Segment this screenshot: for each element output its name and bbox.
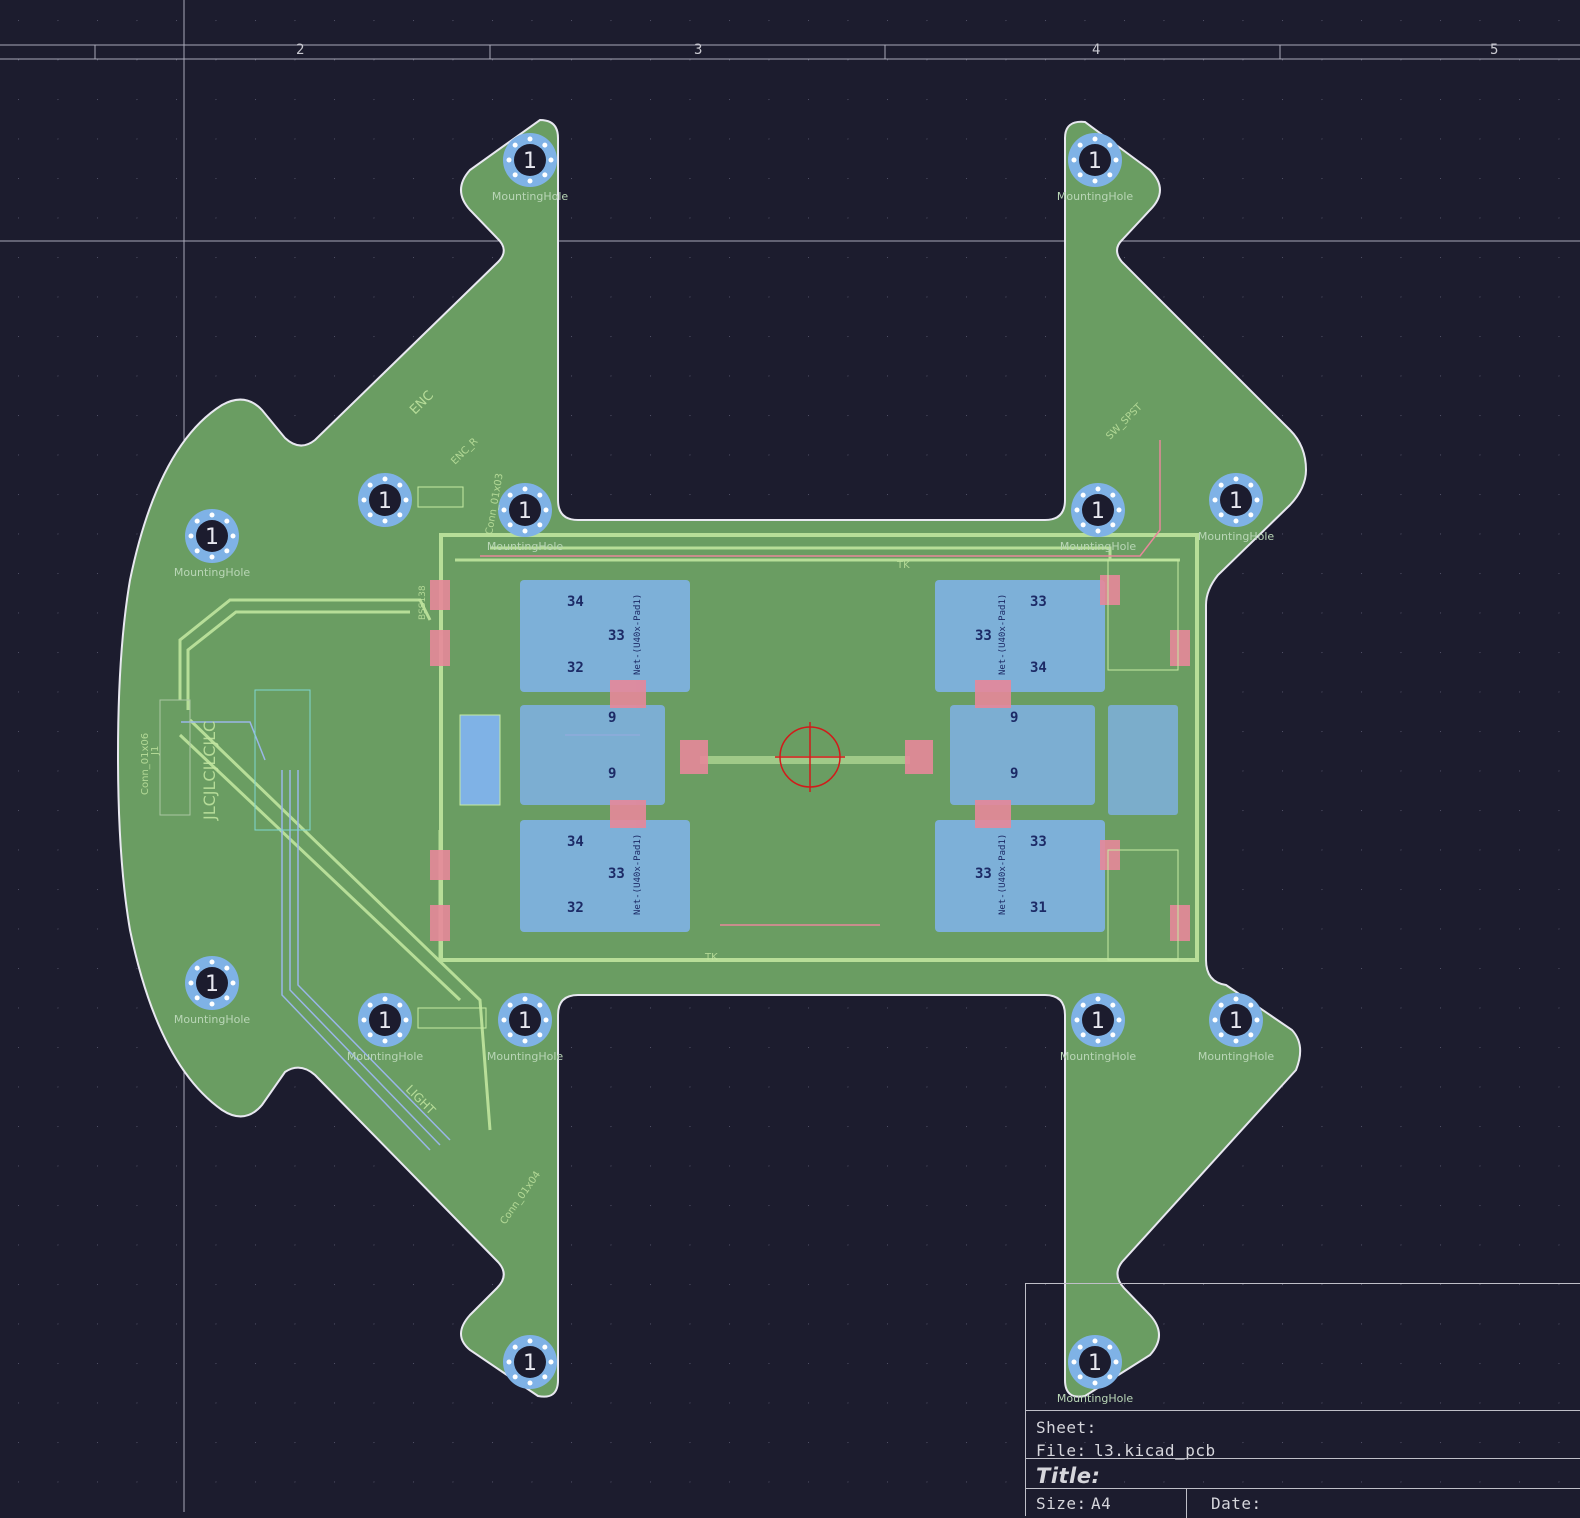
svg-text:9: 9 (1010, 766, 1018, 782)
silk-tk-bottom: TK (704, 952, 718, 963)
svg-text:Net-(U40x-Pad1): Net-(U40x-Pad1) (633, 834, 643, 915)
mounting-hole[interactable]: 1 (503, 1335, 557, 1389)
connector-footprints[interactable] (159, 486, 1179, 1029)
mounting-hole-label: MountingHole (487, 540, 564, 553)
origin-crosshair (775, 722, 845, 792)
ruler-label-5: 5 (1490, 42, 1499, 58)
date-label: Date: (1211, 1494, 1262, 1513)
svg-text:34: 34 (1030, 660, 1047, 676)
mounting-hole-pad-number: 1 (1091, 1009, 1105, 1034)
size-label: Size: (1036, 1494, 1087, 1513)
board-traces (178, 533, 1199, 1131)
svg-text:33: 33 (975, 628, 992, 644)
sheet-label: Sheet: (1036, 1418, 1097, 1437)
modules-right[interactable] (905, 575, 1190, 941)
svg-text:9: 9 (1010, 710, 1018, 726)
mounting-hole-label: MountingHole (347, 1050, 424, 1063)
silk-conn-left: Conn_01x06 (140, 733, 151, 795)
mounting-hole-label: MountingHole (1057, 190, 1134, 203)
signal-traces (181, 721, 451, 1151)
title-label: Title: (1036, 1464, 1101, 1488)
size-value: A4 (1091, 1494, 1112, 1513)
svg-text:31: 31 (1030, 900, 1047, 916)
svg-text:Net-(U40x-Pad1): Net-(U40x-Pad1) (633, 594, 643, 675)
mounting-hole-label: MountingHole (487, 1050, 564, 1063)
mounting-hole-pad-number: 1 (378, 489, 392, 514)
mounting-hole-label: MountingHole (492, 190, 569, 203)
mounting-hole-pad-number: 1 (523, 1351, 537, 1376)
ruler-label-2: 2 (296, 42, 305, 58)
silk-ref-left: J1 (150, 746, 161, 756)
module-labels: 34 33 32 9 9 34 33 32 33 33 34 9 9 33 33… (567, 594, 1047, 916)
modules-left[interactable] (430, 580, 708, 941)
svg-text:33: 33 (1030, 594, 1047, 610)
svg-text:Net-(U40x-Pad1): Net-(U40x-Pad1) (998, 834, 1008, 915)
mounting-hole-label: MountingHole (1057, 1392, 1134, 1405)
svg-text:33: 33 (608, 866, 625, 882)
mounting-hole-pad-number: 1 (1229, 1009, 1243, 1034)
svg-text:Net-(U40x-Pad1): Net-(U40x-Pad1) (998, 594, 1008, 675)
title-block-divider (1026, 1410, 1580, 1411)
mounting-hole-pad-number: 1 (518, 499, 532, 524)
mounting-hole-pad-number: 1 (1088, 1351, 1102, 1376)
mounting-hole-pad-number: 1 (1088, 149, 1102, 174)
mounting-hole-label: MountingHole (174, 566, 251, 579)
ruler-label-4: 4 (1092, 42, 1101, 58)
title-block-divider (1026, 1488, 1580, 1489)
mounting-hole-label: MountingHole (174, 1013, 251, 1026)
module-net-labels: Net-(U40x-Pad1) Net-(U40x-Pad1) Net-(U40… (633, 594, 1008, 915)
mounting-hole-pad-number: 1 (1229, 489, 1243, 514)
mounting-hole-pad-number: 1 (205, 525, 219, 550)
title-block: Sheet: File: l3.kicad_pcb Title: Size: A… (1025, 1283, 1580, 1518)
mounting-hole-pad-number: 1 (378, 1009, 392, 1034)
svg-text:9: 9 (608, 710, 616, 726)
svg-text:33: 33 (1030, 834, 1047, 850)
mounting-hole-label: MountingHole (1060, 1050, 1137, 1063)
svg-text:32: 32 (567, 660, 584, 676)
svg-text:33: 33 (608, 628, 625, 644)
mounting-hole-label: MountingHole (1198, 530, 1275, 543)
svg-text:32: 32 (567, 900, 584, 916)
svg-text:34: 34 (567, 834, 584, 850)
file-name: l3.kicad_pcb (1094, 1441, 1216, 1460)
silk-jlc-text: JLCJLCJLCJLC (200, 721, 219, 821)
file-label: File: (1036, 1441, 1087, 1460)
mounting-hole-pad-number: 1 (518, 1009, 532, 1034)
ruler-label-3: 3 (694, 42, 703, 58)
svg-text:9: 9 (608, 766, 616, 782)
mounting-hole-label: MountingHole (1060, 540, 1137, 553)
mounting-hole-pad-number: 1 (523, 149, 537, 174)
silk-bss-left: BSS138 (418, 585, 428, 620)
mounting-hole-pad-number: 1 (205, 972, 219, 997)
mounting-hole-label: MountingHole (1198, 1050, 1275, 1063)
svg-text:34: 34 (567, 594, 584, 610)
title-block-divider (1026, 1458, 1580, 1459)
svg-text:33: 33 (975, 866, 992, 882)
title-block-separator (1186, 1488, 1187, 1518)
mounting-hole-pad-number: 1 (1091, 499, 1105, 524)
mounting-hole[interactable]: 1 (358, 473, 412, 527)
silk-tk-top: TK (896, 560, 910, 571)
